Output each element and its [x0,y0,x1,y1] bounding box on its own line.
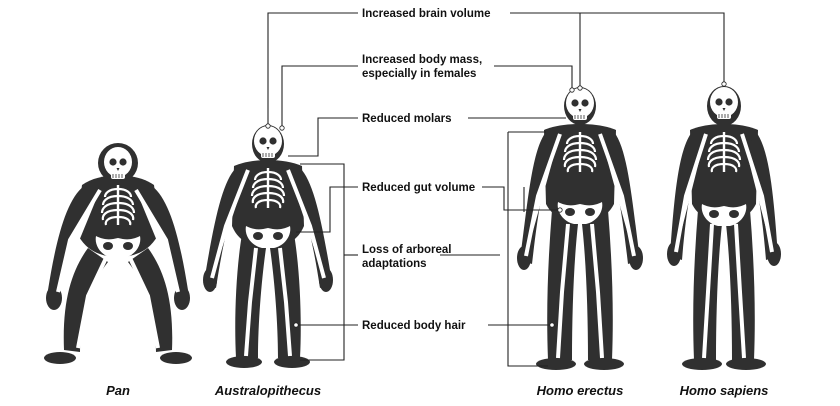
trait-label-arboreal: Loss of arboreal adaptations [362,244,455,270]
trait-label-brain: Increased brain volume [362,8,490,20]
species-label-homo-sapiens: Homo sapiens [680,383,769,398]
connector-dots [265,81,727,328]
trait-label-arboreal-line2: adaptations [362,258,427,270]
homo-sapiens-skeleton-figure [667,86,781,370]
trait-label-body-mass-line1: Increased body mass, [362,54,482,66]
trait-label-arboreal-line1: Loss of arboreal [362,244,451,256]
species-label-australopithecus: Australopithecus [214,383,321,398]
trait-label-body-mass: Increased body mass, especially in femal… [362,54,485,80]
species-label-pan: Pan [106,383,130,398]
trait-label-body-mass-line2: especially in females [362,68,476,80]
species-label-homo-erectus: Homo erectus [537,383,624,398]
australopithecus-skeleton-figure [203,125,333,368]
trait-label-molars: Reduced molars [362,113,451,125]
connector-lines [267,12,725,367]
trait-label-body-hair: Reduced body hair [362,320,466,332]
homo-erectus-skeleton-figure [517,87,643,370]
pan-skeleton-figure [44,143,192,364]
trait-label-gut: Reduced gut volume [362,182,475,194]
